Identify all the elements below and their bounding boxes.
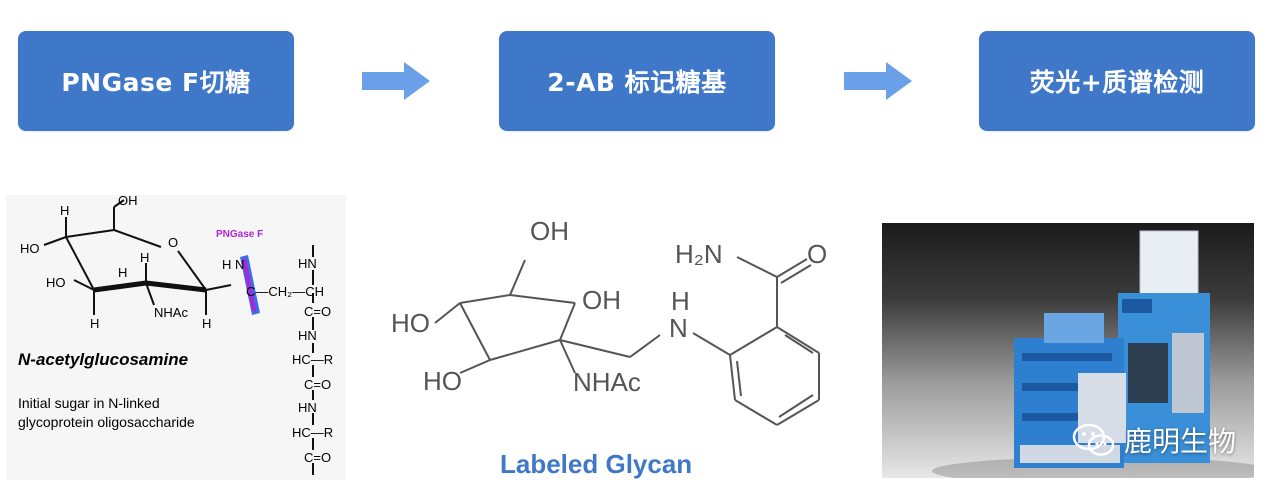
atom-label: HO <box>20 241 40 256</box>
watermark-text: 鹿明生物 <box>1123 425 1236 458</box>
atom-label: HN <box>298 328 317 343</box>
atom-label: NHAc <box>573 367 641 397</box>
atom-label: HO <box>46 275 66 290</box>
right-arrow-icon <box>844 62 912 100</box>
atom-label: H <box>118 265 127 280</box>
atom-label: HO <box>423 366 462 396</box>
atom-label: H <box>60 203 69 218</box>
atom-label: H₂N <box>675 239 723 269</box>
step-fluorescence-ms-detection: 荧光+质谱检测 <box>979 31 1255 131</box>
atom-label: HN <box>298 400 317 415</box>
structure-caption: glycoprotein oligosaccharide <box>18 414 195 430</box>
atom-label: H N <box>222 257 244 272</box>
step-2ab-labeling: 2-AB 标记糖基 <box>499 31 775 131</box>
atom-label: C=O <box>304 377 331 392</box>
atom-label: OH <box>582 285 621 315</box>
step-pngase-cleavage: PNGase F切糖 <box>18 31 294 131</box>
atom-label: C=O <box>304 450 331 465</box>
labeled-glycan-structure: OH OH HO HO NHAc H N H₂N O Labeled Glyca… <box>375 195 845 490</box>
labeled-glycan-caption: Labeled Glycan <box>500 449 692 479</box>
lc-ms-instrument-photo: 鹿明生物 <box>882 223 1254 478</box>
structure-title: N-acetylglucosamine <box>18 350 188 369</box>
atom-label: N <box>669 313 688 343</box>
atom-label: O <box>807 239 827 269</box>
atom-label: H <box>671 286 690 316</box>
atom-label: HC—R <box>292 425 333 440</box>
atom-label: NHAc <box>154 305 188 320</box>
atom-label: OH <box>118 195 138 208</box>
atom-label: OH <box>530 216 569 246</box>
atom-label: HC—R <box>292 352 333 367</box>
atom-label: HN <box>298 256 317 271</box>
atom-label: HO <box>391 308 430 338</box>
atom-label: C—CH₂—CH <box>246 284 324 299</box>
structure-caption: Initial sugar in N-linked <box>18 395 160 411</box>
n-acetylglucosamine-structure: PNGase F OH H HO O H H HO H NHAc H H N C… <box>6 193 346 480</box>
enzyme-label: PNGase F <box>216 229 263 240</box>
atom-label: O <box>168 235 178 250</box>
wechat-icon <box>1072 423 1115 456</box>
atom-label: C=O <box>304 304 331 319</box>
atom-label: H <box>202 316 211 331</box>
watermark: 鹿明生物 <box>1072 420 1236 460</box>
right-arrow-icon <box>362 62 430 100</box>
atom-label: H <box>90 316 99 331</box>
atom-label: H <box>140 250 149 265</box>
